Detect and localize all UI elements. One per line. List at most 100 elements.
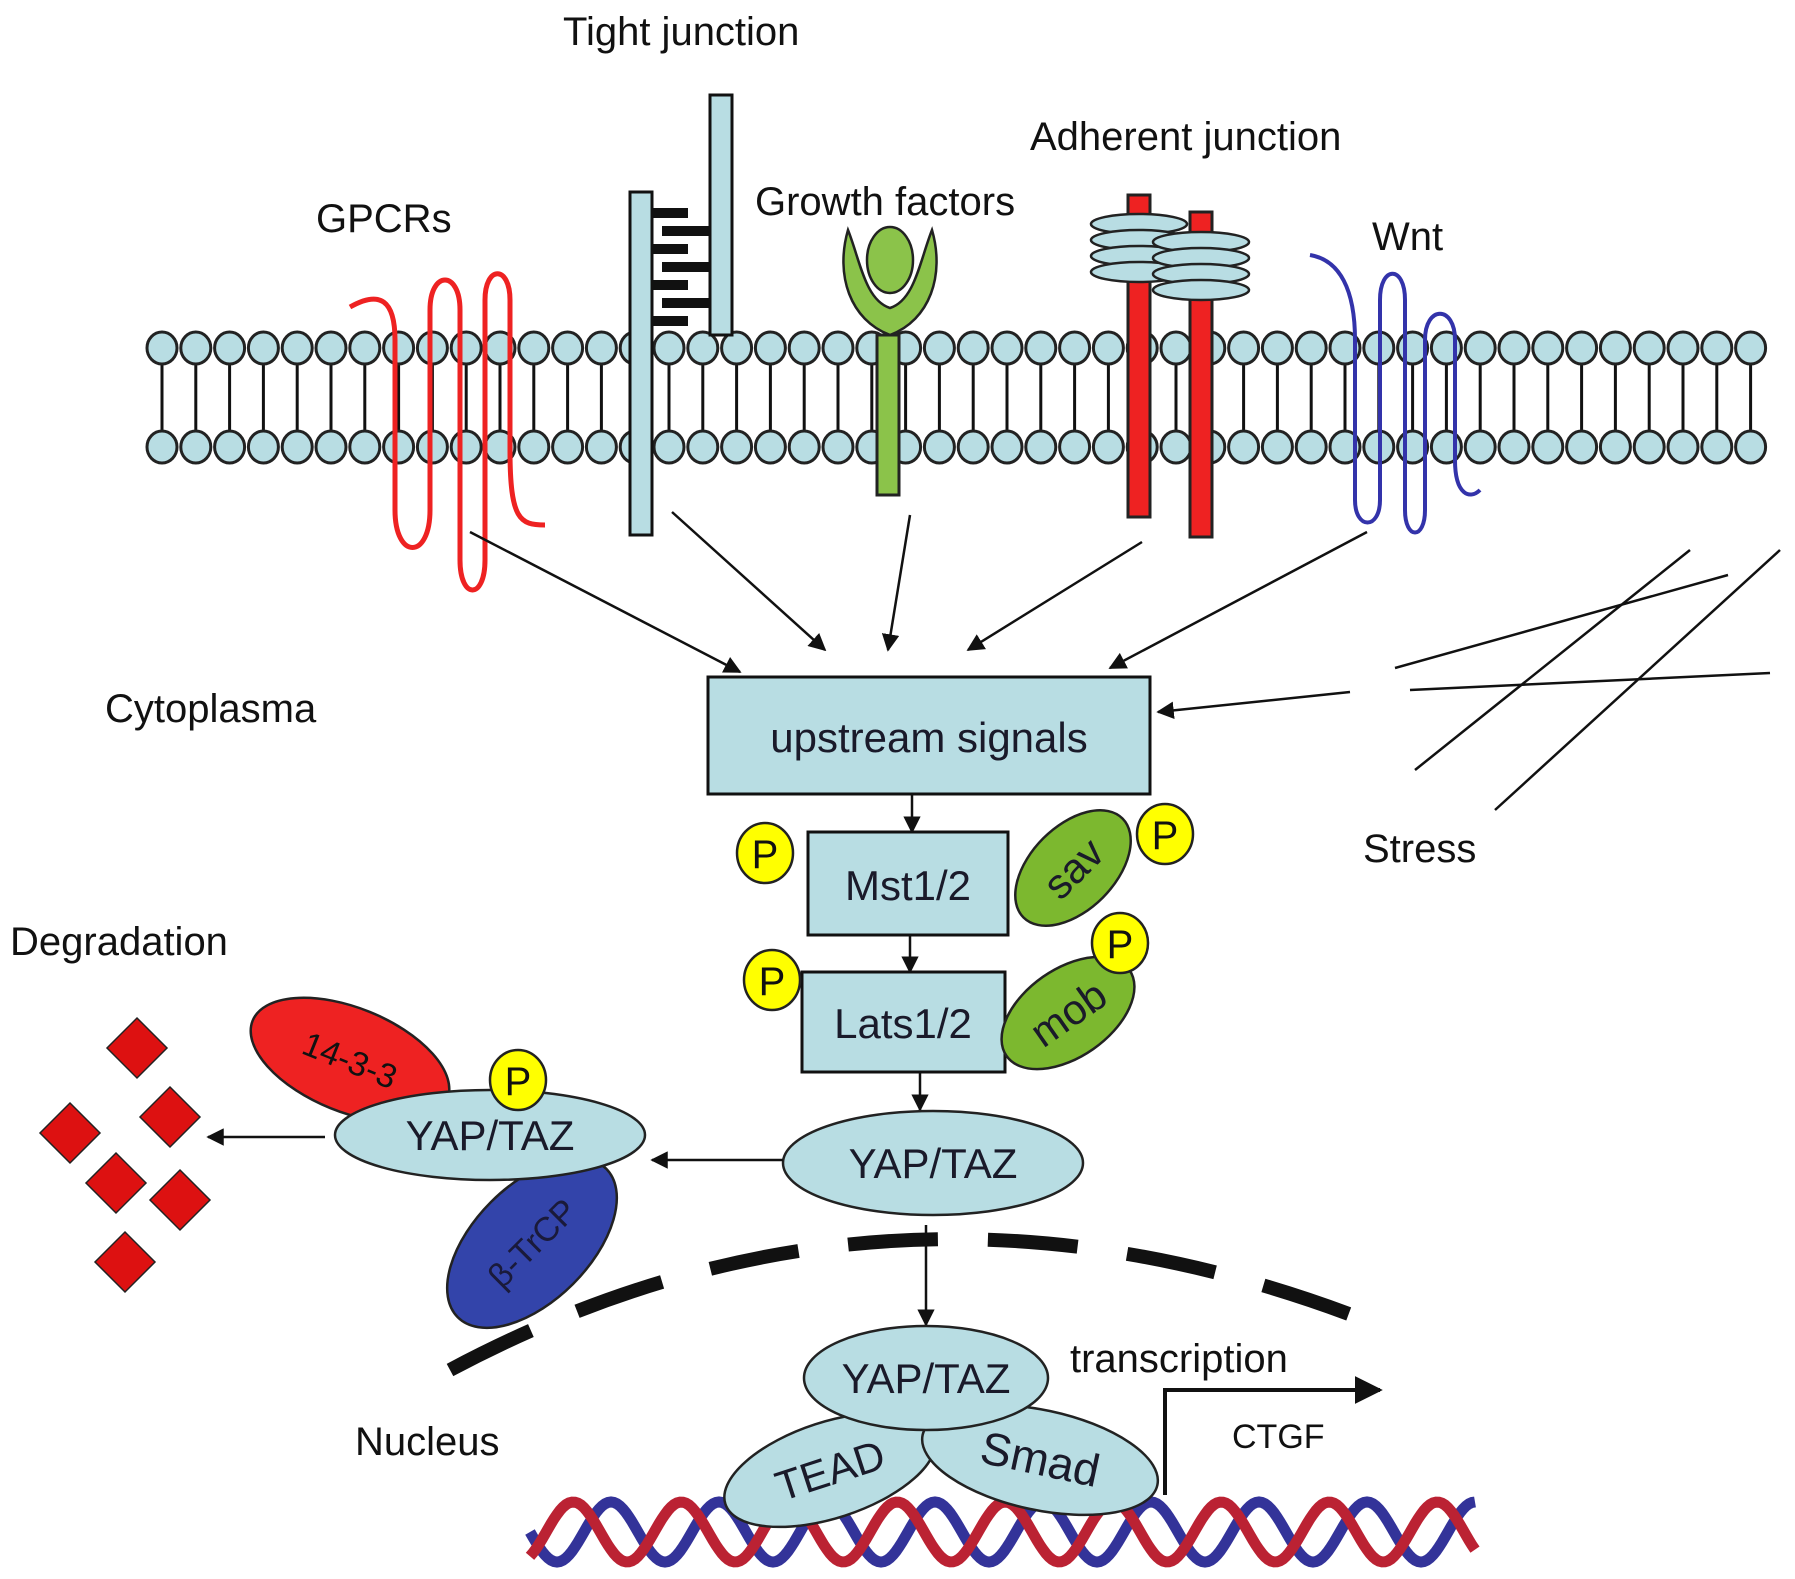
- stress-icon: [1394, 549, 1781, 811]
- arrow-gpcr-to-upstream: [469, 530, 742, 674]
- phospholipid: [1497, 330, 1531, 465]
- phospholipid: [1531, 330, 1565, 465]
- phospholipid: [1700, 330, 1734, 465]
- label-degradation: Degradation: [10, 920, 228, 964]
- degradation-fragments: [38, 1016, 212, 1294]
- yap-taz-phosphorylated: YAP/TAZ: [333, 1088, 647, 1182]
- label-stress: Stress: [1363, 827, 1476, 871]
- mst-label: Mst1/2: [845, 862, 971, 909]
- phospho-label: P: [1107, 923, 1134, 967]
- phospho-yap: P: [488, 1048, 548, 1112]
- gpcr-receptor: [348, 271, 546, 593]
- label-gpcrs: GPCRs: [316, 197, 452, 241]
- lats-node: Lats1/2: [800, 970, 1007, 1074]
- phospholipid: [787, 330, 821, 465]
- phospholipid: [449, 330, 483, 465]
- phospho-label: P: [752, 833, 779, 877]
- phospholipid: [753, 330, 787, 465]
- phospho-label: P: [759, 960, 786, 1004]
- label-adherent-junction: Adherent junction: [1030, 115, 1341, 159]
- phospholipid: [1565, 330, 1599, 465]
- phospholipid: [348, 330, 382, 465]
- phospho-mst: P: [735, 821, 795, 885]
- wnt-receptor: [1309, 253, 1482, 535]
- phospholipid: [213, 330, 247, 465]
- phospholipid: [1159, 330, 1193, 465]
- lipid-bilayer: [145, 330, 1768, 465]
- label-wnt: Wnt: [1372, 215, 1443, 259]
- phospholipid: [1294, 330, 1328, 465]
- phospholipid: [314, 330, 348, 465]
- arrow-wnt-to-upstream: [1108, 530, 1368, 670]
- sav-node: sav: [1014, 809, 1132, 927]
- label-growth-factors: Growth factors: [755, 180, 1015, 224]
- phospholipid: [686, 330, 720, 465]
- phospholipid: [1260, 330, 1294, 465]
- yap-taz-label: YAP/TAZ: [406, 1112, 575, 1159]
- phospholipid: [1328, 330, 1362, 465]
- nuclear-envelope: [446, 1232, 1393, 1377]
- phospholipid: [1024, 330, 1058, 465]
- phospholipid: [956, 330, 990, 465]
- label-ctgf: CTGF: [1232, 1418, 1325, 1456]
- label-nucleus: Nucleus: [355, 1420, 500, 1464]
- growth-factor-receptor: [842, 225, 938, 497]
- degradation-fragment: [105, 1016, 169, 1080]
- label-tight-junction: Tight junction: [563, 10, 799, 54]
- degradation-fragment: [93, 1230, 157, 1294]
- label-transcription: transcription: [1070, 1337, 1288, 1381]
- phospholipid: [1091, 330, 1125, 465]
- phospho-label: P: [1152, 814, 1179, 858]
- phospholipid: [652, 330, 686, 465]
- transcription-arrow: [1163, 1376, 1383, 1495]
- beta-trcp: β-TrCP: [445, 1156, 619, 1330]
- phospholipid: [382, 330, 416, 465]
- yap-taz-label: YAP/TAZ: [842, 1355, 1011, 1402]
- phospholipid: [584, 330, 618, 465]
- upstream-signals-node: upstream signals: [706, 675, 1152, 796]
- phospholipid: [1058, 330, 1092, 465]
- phospholipid: [1734, 330, 1768, 465]
- mst-node: Mst1/2: [806, 830, 1010, 937]
- mob-node: mob: [1000, 955, 1136, 1071]
- phospholipid: [179, 330, 213, 465]
- dna-strand: [525, 1496, 1476, 1568]
- tead-node: TEAD: [723, 1411, 937, 1529]
- phospholipid: [246, 330, 280, 465]
- phospho-sav: P: [1135, 802, 1195, 866]
- phospho-lats: P: [742, 948, 802, 1012]
- phospholipid: [551, 330, 585, 465]
- arrow-tight-junction-to-upstream: [671, 511, 827, 652]
- phospholipid: [821, 330, 855, 465]
- degradation-fragment: [138, 1085, 202, 1149]
- yap-taz-label: YAP/TAZ: [849, 1140, 1018, 1187]
- phospho-label: P: [505, 1060, 532, 1104]
- degradation-fragment: [38, 1101, 102, 1165]
- yap-taz-nuclear: YAP/TAZ: [802, 1324, 1050, 1432]
- tight-junction: [628, 93, 734, 537]
- arrow-stress-to-upstream: [1156, 690, 1351, 720]
- dna-helix: [525, 1496, 1480, 1568]
- phospho-mob: P: [1090, 911, 1150, 975]
- upstream-signals-label: upstream signals: [770, 714, 1087, 761]
- degradation-fragment: [84, 1151, 148, 1215]
- phospholipid: [1227, 330, 1261, 465]
- arrow-growth-factor-to-upstream: [881, 514, 912, 652]
- smad-node: Smad: [920, 1403, 1160, 1517]
- phospholipid: [1463, 330, 1497, 465]
- phospholipid: [145, 330, 179, 465]
- label-cytoplasm: Cytoplasma: [105, 687, 317, 731]
- arrow-adherent-to-upstream: [966, 540, 1143, 652]
- phospholipid: [720, 330, 754, 465]
- phospholipid: [1598, 330, 1632, 465]
- protein-14-3-3: 14-3-3: [249, 996, 451, 1124]
- phospholipid: [922, 330, 956, 465]
- phospholipid: [280, 330, 314, 465]
- phospholipid: [517, 330, 551, 465]
- phospholipid: [1666, 330, 1700, 465]
- phospholipid: [990, 330, 1024, 465]
- yap-taz-cytoplasmic: YAP/TAZ: [781, 1109, 1085, 1217]
- degradation-fragment: [148, 1168, 212, 1232]
- phospholipid: [1632, 330, 1666, 465]
